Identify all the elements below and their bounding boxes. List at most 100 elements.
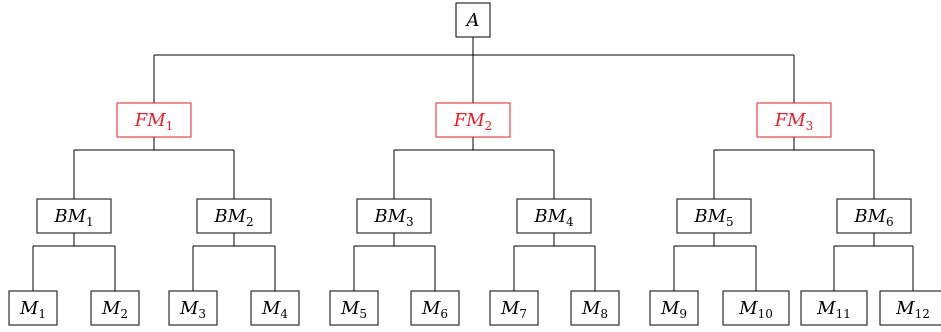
node-label-main: M	[340, 298, 360, 319]
node-M3: M3	[168, 290, 218, 326]
node-label-subscript: 8	[600, 307, 608, 321]
node-label-subscript: 12	[915, 307, 930, 321]
node-label-FM2: FM2	[453, 110, 493, 133]
node-M11: M11	[800, 290, 868, 326]
node-box-M6	[410, 290, 460, 326]
node-M8: M8	[570, 290, 620, 326]
node-label-main: M	[421, 298, 441, 319]
node-label-subscript: 2	[246, 215, 254, 229]
node-BM6: BM6	[836, 198, 912, 234]
node-label-main: BM	[373, 206, 406, 227]
node-label-main: M	[738, 298, 758, 319]
node-label-BM2: BM2	[213, 206, 253, 229]
node-label-BM6: BM6	[853, 206, 893, 229]
node-box-FM2	[435, 102, 511, 138]
node-box-M7	[489, 290, 539, 326]
node-box-M10	[722, 290, 790, 326]
node-label-BM4: BM4	[533, 206, 574, 229]
node-M7: M7	[489, 290, 539, 326]
node-label-M10: M10	[738, 298, 773, 321]
node-label-M1: M1	[19, 298, 46, 321]
node-label-main: M	[19, 298, 39, 319]
node-label-main: M	[816, 298, 836, 319]
node-box-A	[455, 2, 491, 38]
node-BM5: BM5	[676, 198, 752, 234]
node-box-BM2	[196, 198, 272, 234]
node-label-main: FM	[134, 110, 166, 131]
node-label-main: M	[101, 298, 121, 319]
node-label-main: BM	[693, 206, 726, 227]
node-label-main: M	[581, 298, 601, 319]
node-label-main: M	[179, 298, 199, 319]
node-box-FM3	[756, 102, 832, 138]
node-label-M2: M2	[101, 298, 128, 321]
node-label-subscript: 5	[359, 307, 367, 321]
node-BM1: BM1	[36, 198, 112, 234]
node-label-M12: M12	[895, 298, 930, 321]
node-label-subscript: 3	[406, 215, 414, 229]
node-box-M12	[879, 290, 941, 326]
node-label-main: M	[660, 298, 680, 319]
node-label-main: FM	[774, 110, 806, 131]
node-label-subscript: 5	[726, 215, 734, 229]
node-box-M2	[90, 290, 140, 326]
node-label-BM5: BM5	[693, 206, 733, 229]
node-BM2: BM2	[196, 198, 272, 234]
node-label-subscript: 6	[440, 307, 448, 321]
node-label-subscript: 1	[86, 215, 94, 229]
node-label-subscript: 7	[519, 307, 527, 321]
node-label-subscript: 9	[679, 307, 687, 321]
node-label-M9: M9	[660, 298, 687, 321]
node-label-subscript: 3	[806, 119, 814, 133]
node-box-M1	[8, 290, 58, 326]
node-label-M11: M11	[816, 298, 851, 321]
node-label-main: M	[895, 298, 915, 319]
node-M5: M5	[329, 290, 379, 326]
node-label-subscript: 1	[166, 119, 174, 133]
node-label-subscript: 2	[485, 119, 493, 133]
node-M10: M10	[722, 290, 790, 326]
node-box-M8	[570, 290, 620, 326]
node-box-BM3	[356, 198, 432, 234]
node-label-main: M	[500, 298, 520, 319]
node-label-subscript: 3	[198, 307, 206, 321]
node-label-subscript: 4	[280, 307, 288, 321]
node-label-BM1: BM1	[53, 206, 93, 229]
node-M12: M12	[879, 290, 941, 326]
node-label-FM3: FM3	[774, 110, 814, 133]
node-box-BM5	[676, 198, 752, 234]
node-box-M11	[800, 290, 868, 326]
node-box-BM1	[36, 198, 112, 234]
node-M2: M2	[90, 290, 140, 326]
node-label-M8: M8	[581, 298, 608, 321]
tree-edges	[32, 37, 914, 291]
node-label-subscript: 10	[758, 307, 773, 321]
node-label-main: BM	[533, 206, 566, 227]
node-label-M4: M4	[261, 298, 288, 321]
node-label-main: BM	[853, 206, 886, 227]
node-label-A: A	[465, 10, 480, 31]
node-label-M7: M7	[500, 298, 527, 321]
node-label-M3: M3	[179, 298, 206, 321]
node-label-M5: M5	[340, 298, 367, 321]
node-box-M5	[329, 290, 379, 326]
node-label-main: M	[261, 298, 281, 319]
node-label-main: A	[465, 10, 480, 31]
node-M4: M4	[250, 290, 300, 326]
node-label-FM1: FM1	[134, 110, 174, 133]
node-BM3: BM3	[356, 198, 432, 234]
node-label-subscript: 2	[120, 307, 128, 321]
node-label-main: BM	[213, 206, 246, 227]
node-A: A	[455, 2, 491, 38]
node-label-subscript: 11	[836, 307, 851, 321]
node-label-M6: M6	[421, 298, 448, 321]
node-FM1: FM1	[116, 102, 192, 138]
node-box-M3	[168, 290, 218, 326]
node-label-main: BM	[53, 206, 86, 227]
node-BM4: BM4	[516, 198, 592, 234]
node-FM2: FM2	[435, 102, 511, 138]
node-M6: M6	[410, 290, 460, 326]
node-box-M9	[649, 290, 699, 326]
node-box-BM4	[516, 198, 592, 234]
